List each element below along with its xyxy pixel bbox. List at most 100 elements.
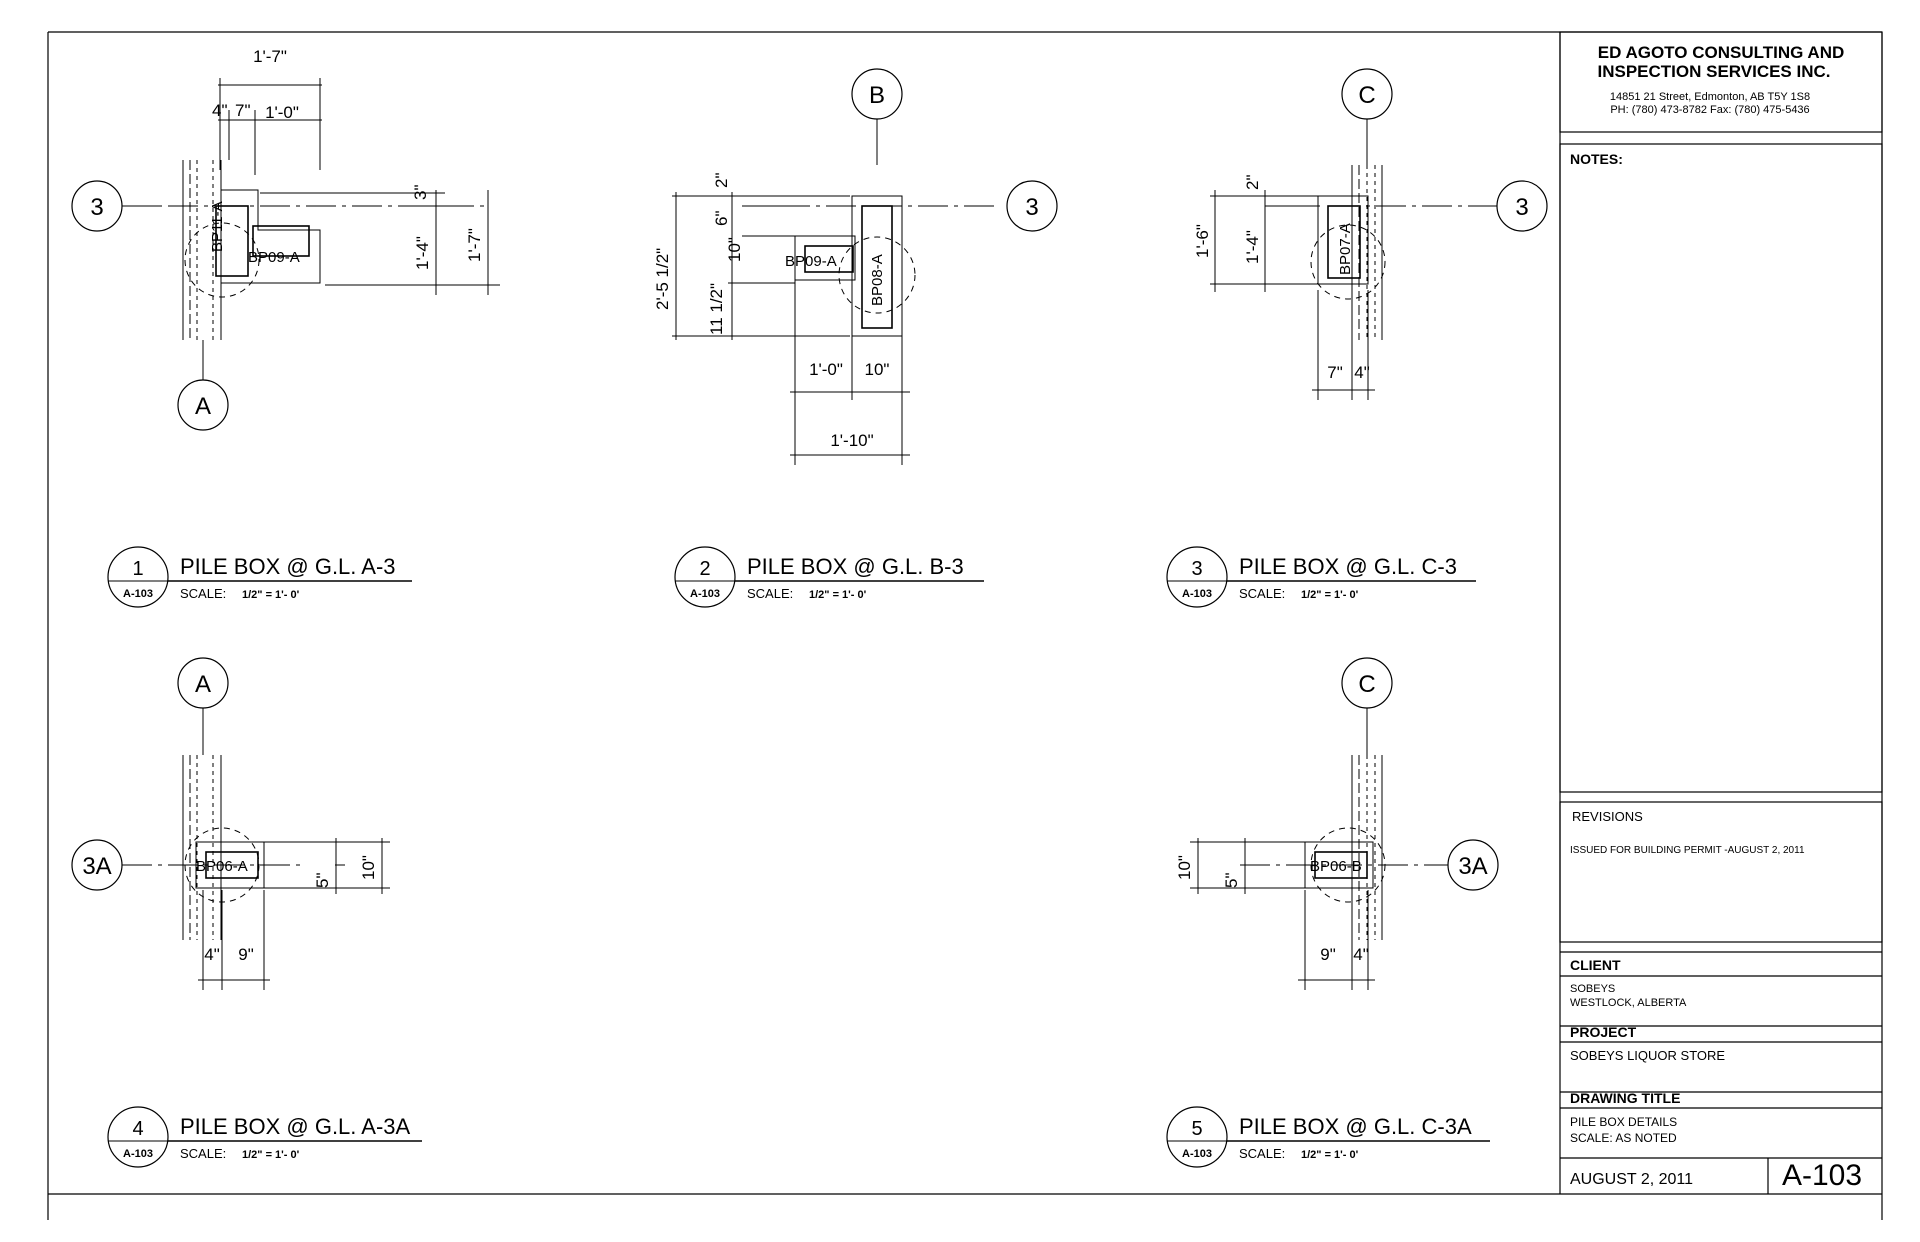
scale-label: SCALE: — [747, 586, 793, 601]
pile-tag: BP06-A — [196, 858, 248, 875]
client-name: SOBEYS — [1570, 983, 1615, 995]
detail-title: PILE BOX @ G.L. C-3A — [1239, 1114, 1472, 1139]
detail-title-4: 4 A-103 PILE BOX @ G.L. A-3A SCALE: 1/2"… — [107, 1106, 422, 1168]
detail-sheet: A-103 — [123, 588, 153, 600]
pile-tag: BP08-A — [869, 254, 886, 306]
dim-text: 1'-0" — [809, 360, 843, 379]
detail-1-grid-bubble-col: A — [177, 379, 229, 431]
scale-label: SCALE: — [1239, 586, 1285, 601]
svg-text:A: A — [195, 671, 211, 698]
detail-sheet: A-103 — [690, 588, 720, 600]
detail-5-grid-bubble-col: C — [1341, 657, 1393, 709]
pile-tag: BP06-B — [1310, 858, 1362, 875]
scale-label: SCALE: — [180, 586, 226, 601]
svg-text:B: B — [869, 82, 885, 109]
dim-text: 1'-4" — [413, 236, 432, 270]
dim-text: 5" — [1222, 873, 1241, 889]
dim-text: 4" — [204, 945, 220, 964]
detail-3-grid-bubble-row: 3 — [1496, 180, 1548, 232]
dim-text: 9" — [238, 945, 254, 964]
pile-tag: BP09-A — [248, 249, 300, 266]
drawing-title: PILE BOX DETAILS — [1570, 1115, 1677, 1129]
dim-text: 4" — [1354, 363, 1370, 382]
detail-sheet: A-103 — [123, 1148, 153, 1160]
drawing-title-label: DRAWING TITLE — [1570, 1090, 1680, 1106]
detail-1-grid-bubble-row: 3 — [71, 180, 123, 232]
dim-text: 7" — [235, 101, 251, 120]
detail-1-plan — [122, 78, 500, 382]
detail-number: 3 — [1191, 558, 1202, 580]
dim-text: 11 1/2" — [707, 283, 726, 335]
detail-2-grid-bubble-row: 3 — [1006, 180, 1058, 232]
company-phone: PH: (780) 473-8782 Fax: (780) 475-5436 — [1610, 104, 1809, 116]
company-name-line2: INSPECTION SERVICES INC. — [1597, 62, 1830, 81]
dim-text: 4" — [1353, 945, 1369, 964]
detail-number: 4 — [132, 1118, 143, 1140]
svg-text:3A: 3A — [1458, 853, 1487, 880]
scale-value: 1/2" = 1'- 0' — [1301, 1149, 1359, 1161]
detail-5-plan — [1190, 707, 1448, 990]
svg-text:3A: 3A — [82, 853, 111, 880]
dim-text: 1'-7" — [253, 47, 287, 66]
pile-tag: BP07-A — [1337, 223, 1354, 275]
company-address: 14851 21 Street, Edmonton, AB T5Y 1S8 — [1610, 91, 1810, 103]
scale-label: SCALE: — [180, 1146, 226, 1161]
client-label: CLIENT — [1570, 957, 1621, 973]
dim-text: 7" — [1327, 363, 1343, 382]
detail-3-plan — [1210, 119, 1498, 400]
dim-text: 2" — [1243, 175, 1262, 191]
pile-tag: BP09-A — [785, 253, 837, 270]
dim-text: 1'-0" — [265, 103, 299, 122]
dim-text: 9" — [1320, 945, 1336, 964]
detail-number: 1 — [132, 558, 143, 580]
detail-3-grid-bubble-col: C — [1341, 68, 1393, 120]
scale-value: 1/2" = 1'- 0' — [809, 589, 867, 601]
dim-text: 10" — [1175, 855, 1194, 880]
drawing-date: AUGUST 2, 2011 — [1570, 1171, 1693, 1188]
detail-4-grid-bubble-row: 3A — [71, 839, 123, 891]
dim-text: 4" — [212, 101, 228, 120]
detail-5-grid-bubble-row: 3A — [1447, 839, 1499, 891]
detail-4-grid-bubble-col: A — [177, 657, 229, 709]
dim-text: 2'-5 1/2" — [653, 248, 672, 310]
dim-text: 6" — [712, 211, 731, 227]
scale-value: 1/2" = 1'- 0' — [242, 1149, 300, 1161]
dim-text: 5" — [313, 873, 332, 889]
dim-text: 10" — [725, 237, 744, 262]
project-label: PROJECT — [1570, 1024, 1637, 1040]
detail-title-2: 2 A-103 PILE BOX @ G.L. B-3 SCALE: 1/2" … — [674, 546, 984, 608]
scale-label: SCALE: — [1239, 1146, 1285, 1161]
dim-text: 3" — [411, 185, 430, 201]
svg-text:A: A — [195, 393, 211, 420]
detail-title-1: 1 A-103 PILE BOX @ G.L. A-3 SCALE: 1/2" … — [107, 546, 412, 608]
dim-text: 2" — [712, 173, 731, 189]
pile-tag: BP11-A — [209, 201, 226, 252]
client-location: WESTLOCK, ALBERTA — [1570, 997, 1687, 1009]
detail-4-plan — [122, 707, 390, 990]
detail-number: 2 — [699, 558, 710, 580]
detail-title-3: 3 A-103 PILE BOX @ G.L. C-3 SCALE: 1/2" … — [1166, 546, 1476, 608]
title-block-frame — [1559, 31, 1883, 1194]
detail-number: 5 — [1191, 1118, 1202, 1140]
dim-text: 10" — [359, 855, 378, 880]
detail-title: PILE BOX @ G.L. A-3A — [180, 1114, 411, 1139]
svg-text:3: 3 — [1025, 194, 1038, 221]
scale-value: 1/2" = 1'- 0' — [1301, 589, 1359, 601]
scale-value: 1/2" = 1'- 0' — [242, 589, 300, 601]
svg-text:3: 3 — [1515, 194, 1528, 221]
dim-text: 1'-10" — [830, 431, 873, 450]
detail-title: PILE BOX @ G.L. C-3 — [1239, 554, 1457, 579]
detail-title-5: 5 A-103 PILE BOX @ G.L. C-3A SCALE: 1/2"… — [1166, 1106, 1490, 1168]
detail-title: PILE BOX @ G.L. B-3 — [747, 554, 964, 579]
detail-2-plan — [672, 119, 1000, 465]
company-name-line1: ED AGOTO CONSULTING AND — [1598, 43, 1845, 62]
dim-text: 1'-7" — [465, 228, 484, 262]
detail-2-grid-bubble-col: B — [851, 68, 903, 120]
svg-text:C: C — [1358, 82, 1375, 109]
drawing-scale: SCALE: AS NOTED — [1570, 1131, 1677, 1145]
project-name: SOBEYS LIQUOR STORE — [1570, 1048, 1725, 1063]
dim-text: 1'-4" — [1243, 230, 1262, 264]
dim-text: 1'-6" — [1193, 224, 1212, 258]
notes-label: NOTES: — [1570, 151, 1623, 167]
